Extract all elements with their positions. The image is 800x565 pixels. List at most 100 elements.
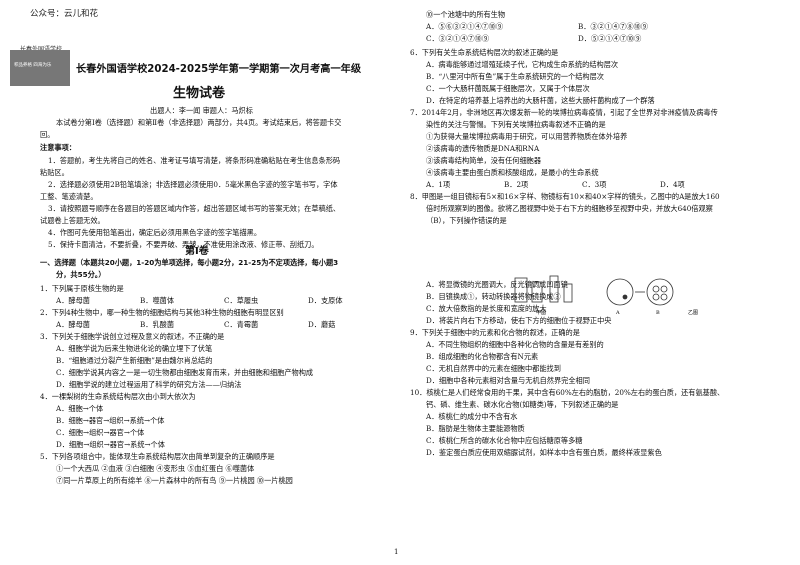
question-stem: 8．甲图是一组目镜标有5×和16×字样、物镜标有10×和40×字样的镜头，乙图中… [410,192,720,201]
option: D．⑤②①④⑦⑩⑨ [578,34,642,43]
logo-mark: 长春外国语学校 [20,44,72,54]
question-line: C．无机自然界中的元素在细胞中都能找到 [426,364,561,373]
lens-3 [549,275,559,303]
note-line: 3．请按照题号顺序在各题目的答题区域内作答，超出答题区域书写的答案无效；在草稿纸… [48,204,341,213]
intro-line-2: 回。 [40,130,55,139]
school-logo: 长春外国语学校 积品养格 四海为乐 [10,44,70,88]
cell-2 [660,285,668,293]
lens-1 [514,277,528,303]
question-line: A．细胞→个体 [56,404,104,413]
cell-1 [652,285,660,293]
question-line: ①为获得大量埃博拉病毒用于研究，可以用营养物质在体外培养 [426,132,628,141]
note-line: 5．保持卡面清洁，不要折叠，不要弄破、弄皱，不准使用涂改液、修正带、刮纸刀。 [48,240,319,249]
watermark: 公众号：云儿和花 [30,9,99,19]
question-line: ③该病毒结构简单，没有任何细胞器 [426,156,542,165]
question-stem: 6．下列有关生命系统结构层次的叙述正确的是 [410,48,559,57]
section-instruction-2: 分，共55分。） [56,270,106,279]
note-line: 试题卷上答题无效。 [40,216,105,225]
note-line: 粘贴区。 [40,168,69,177]
option: C．草履虫 [224,296,259,305]
lens-4 [563,283,573,303]
question-stem: 4．一棵梨树的生命系统结构层次由小到大依次为 [40,392,196,401]
question-stem: 3．下列关于细胞学说创立过程及意义的叙述，不正确的是 [40,332,225,341]
question-stem: 9．下列关于细胞中的元素和化合物的叙述，正确的是 [410,328,580,337]
page-number: 1 [394,548,399,556]
option: B．乳酸菌 [140,320,175,329]
question-line: B．“八里河中所有鱼”属于生命系统研究的一个结构层次 [426,72,604,81]
section-instruction-1: 一、选择题（本题共20小题，1-20为单项选择，每小题2分，21-25为不定项选… [40,258,339,267]
cell-3 [652,293,660,301]
intro-line-1: 本试卷分第Ⅰ卷（选择题）和第Ⅱ卷（非选择题）两部分，共4页。考试结束后，将答题卡… [56,118,342,127]
option: B．噬菌体 [140,296,175,305]
option: A．1项 [426,180,451,189]
logo-caption: 积品养格 四海为乐 [14,63,52,68]
field-b [646,278,674,306]
tag-b: B [656,310,660,316]
question-stem: 5．下列各项组合中，能体现生命系统结构层次由简单到复杂的正确顺序是 [40,452,275,461]
question-line: B．脂肪是生物体主要能源物质 [426,424,525,433]
lens-2 [531,281,543,303]
question-line: D．在特定的培养基上培养出的大肠杆菌，这些大肠杆菌构成了一个群落 [426,96,655,105]
question-line: B．目镜换成①，转动转换器将物镜换成③ [426,292,561,301]
question-stem: 7．2014年2月，非洲地区再次爆发新一轮的埃博拉病毒疫情，引起了全世界对非洲疫… [410,108,718,117]
cell-4 [660,293,668,301]
question-line: ⑦同一片草原上的所有绵羊 ⑧一片森林中的所有鸟 ⑨一片桃园 ⑩一片桃园 [56,476,293,485]
question-line: C．核桃仁所含的碳水化合物中应包括糖原等多糖 [426,436,583,445]
question-line: C．放大倍数指的是长度和宽度的放大 [426,304,547,313]
note-line: 2．选择题必须使用2B铅笔填涂；非选择题必须使用0．5毫米黑色字迹的签字笔书写，… [48,180,338,189]
question-stem: 2．下列4种生物中，哪一种生物的细胞结构与其他3种生物的细胞有明显区别 [40,308,284,317]
question-line: C．一个大肠杆菌既属于细胞层次，又属于个体层次 [426,84,590,93]
figure-label-a: 甲图 [536,310,546,316]
question-line: ①一个大西瓜 ②血液 ③白细胞 ④变形虫 ⑤血红蛋白 ⑥噬菌体 [56,464,255,473]
question-line: B．细胞→器官→组织→系统→个体 [56,416,165,425]
question-line: D．细胞中各种元素相对含量与无机自然界完全相同 [426,376,590,385]
tag-a: A [615,310,620,316]
section-title: 第Ⅰ卷 [185,246,209,257]
figure-label-b: 乙图 [688,309,698,316]
question-line: D．将装片向右下方移动，使右下方的细胞位于视野正中央 [426,316,612,325]
option: B．2项 [504,180,529,189]
question-stem: 10．核桃仁是人们经常食用的干果，其中含有60%左右的脂肪，20%左右的蛋白质，… [410,388,725,397]
cell-mark-a [622,294,628,300]
question-line: 倍时所观察到的图像。欲将乙图视野中处于右下方的细胞移至视野中央，并放大640倍观… [426,204,713,213]
option: D．支原体 [308,296,343,305]
option: D．4项 [660,180,685,189]
option: A．酵母菌 [56,320,90,329]
question-line: A．不同生物组织的细胞中各种化合物的含量是有差别的 [426,340,604,349]
question-line: ②该病毒的遗传物质是DNA和RNA [426,144,540,153]
question-stem: 1．下列属于原核生物的是 [40,284,124,293]
option: C．3项 [582,180,607,189]
question-line: A．细胞学说为后来生物进化论的确立埋下了伏笔 [56,344,213,353]
question-line: （B），下列操作错误的是 [426,216,507,225]
question-line: 钙、磷、维生素、碳水化合物(如糖类)等，下列叙述正确的是 [426,400,619,409]
question-line: A．病毒能够通过增殖延续子代，它构成生命系统的结构层次 [426,60,619,69]
subject-title: 生物试卷 [173,86,226,101]
question-line: D．细胞学说的建立过程运用了科学的研究方法——归纳法 [56,380,242,389]
microscope-figure: 甲图 A B 乙图 [514,275,698,316]
note-line: 1．答题前，考生先将自己的姓名、准考证号填写清楚，将条形码准确粘贴在考生信息条形… [48,156,341,165]
question-line: A．核桃仁的成分中不含有水 [426,412,518,421]
lens-group [514,275,573,303]
question-line: 染性的关注与警惕。下列有关埃博拉病毒叙述不正确的是 [426,120,606,129]
note-line: 4．作图可先使用铅笔画出，确定后必须用黑色字迹的签字笔描黑。 [48,228,262,237]
exam-title: 长春外国语学校2024-2025学年第一学期第一次月考高一年级 [76,64,362,75]
question-line: D．细胞→组织→器官→系统→个体 [56,440,165,449]
question-line: C．细胞→组织→器官→个体 [56,428,145,437]
option: B．③②①④⑦⑧⑩⑨ [578,22,648,31]
option: C．③②①④⑦⑩⑨ [426,34,490,43]
option: A．⑤⑥③②①④⑦⑩⑨ [426,22,504,31]
view-group [606,278,674,306]
question-line: B．“细胞通过分裂产生新细胞”是由魏尔肖总结的 [56,356,213,365]
question-line: ④该病毒主要由蛋白质和核酸组成，是最小的生命系统 [426,168,599,177]
option: D．蘑菇 [308,320,336,329]
q5-item-10: ⑩一个池塘中的所有生物 [426,10,506,19]
option: A．酵母菌 [56,296,90,305]
logo-emblem [10,50,70,86]
authors: 出题人：李一闻 审题人：马炽标 [150,106,253,115]
question-line: D．鉴定蛋白质应使用双缩脲试剂，如样本中含有蛋白质，最终样液显紫色 [426,448,662,457]
notes-heading: 注意事项： [40,143,76,152]
question-line: C．细胞学说其内容之一是一切生物都由细胞发育而来，并由细胞和细胞产物构成 [56,368,314,377]
question-line: B．组成细胞的化合物都含有N元素 [426,352,539,361]
note-line: 工整、笔迹清楚。 [40,192,98,201]
